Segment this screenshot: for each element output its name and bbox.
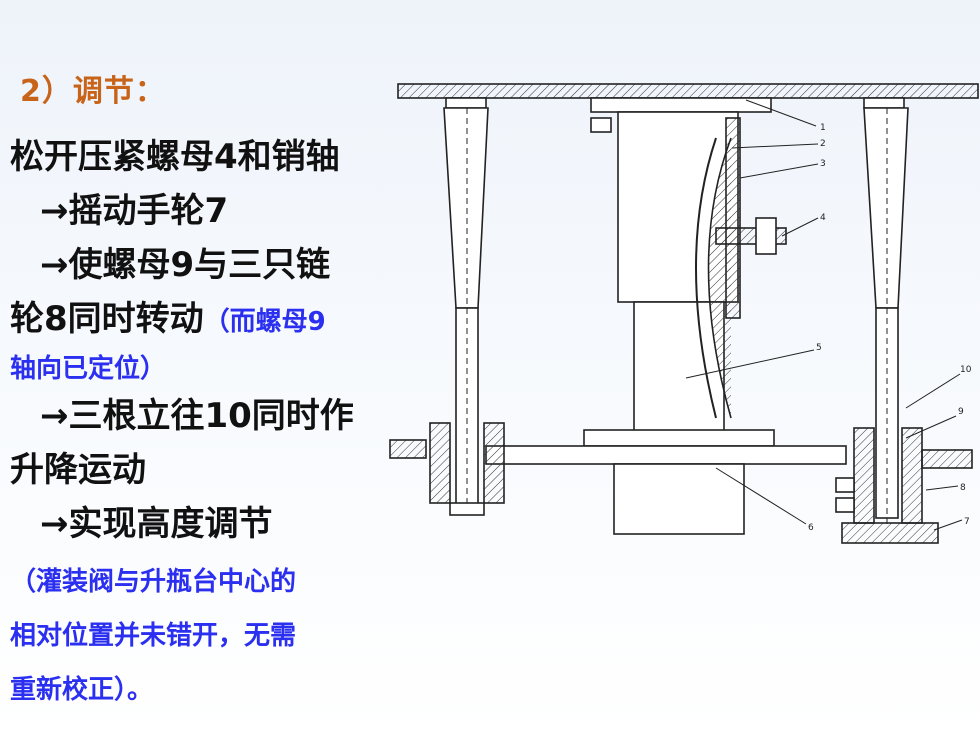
callout-6: 6	[808, 523, 814, 533]
step-line: →三根立往10同时作	[40, 396, 354, 436]
note-line: 重新校正）。	[10, 675, 154, 705]
step-line: →使螺母9与三只链	[40, 245, 331, 285]
mechanism-diagram: 1 2 3 4 5 6 7 8 9 10	[386, 78, 980, 558]
note-line: （灌装阀与升瓶台中心的	[10, 567, 297, 597]
instruction-text: 松开压紧螺母4和销轴 →摇动手轮7 →使螺母9与三只链 轮8同时转动（而螺母9 …	[10, 130, 390, 717]
step-line: →摇动手轮7	[40, 191, 229, 231]
step-line: 升降运动	[10, 450, 146, 490]
callout-4: 4	[820, 213, 826, 223]
callout-1: 1	[820, 123, 826, 133]
callout-3: 3	[820, 159, 826, 169]
note-line: 相对位置并未错开，无需	[10, 621, 297, 651]
callout-9: 9	[958, 407, 964, 417]
step-line: 松开压紧螺母4和销轴	[10, 137, 340, 177]
step-line: →实现高度调节	[40, 504, 273, 544]
callout-2: 2	[820, 139, 826, 149]
callout-5: 5	[816, 343, 822, 353]
callout-7: 7	[964, 517, 970, 527]
inline-note-continued: 轴向已定位）	[10, 354, 167, 384]
mechanism-drawing: 1 2 3 4 5 6 7 8 9 10	[389, 83, 979, 544]
callout-10: 10	[960, 365, 972, 375]
section-heading: 2）调节：	[20, 74, 166, 109]
note-block: （灌装阀与升瓶台中心的 相对位置并未错开，无需 重新校正）。	[10, 555, 390, 717]
step-line-text: 轮8同时转动	[10, 299, 204, 339]
step-line: 轮8同时转动（而螺母9	[10, 292, 390, 349]
callout-8: 8	[960, 483, 966, 493]
inline-note: （而螺母9	[203, 307, 326, 337]
